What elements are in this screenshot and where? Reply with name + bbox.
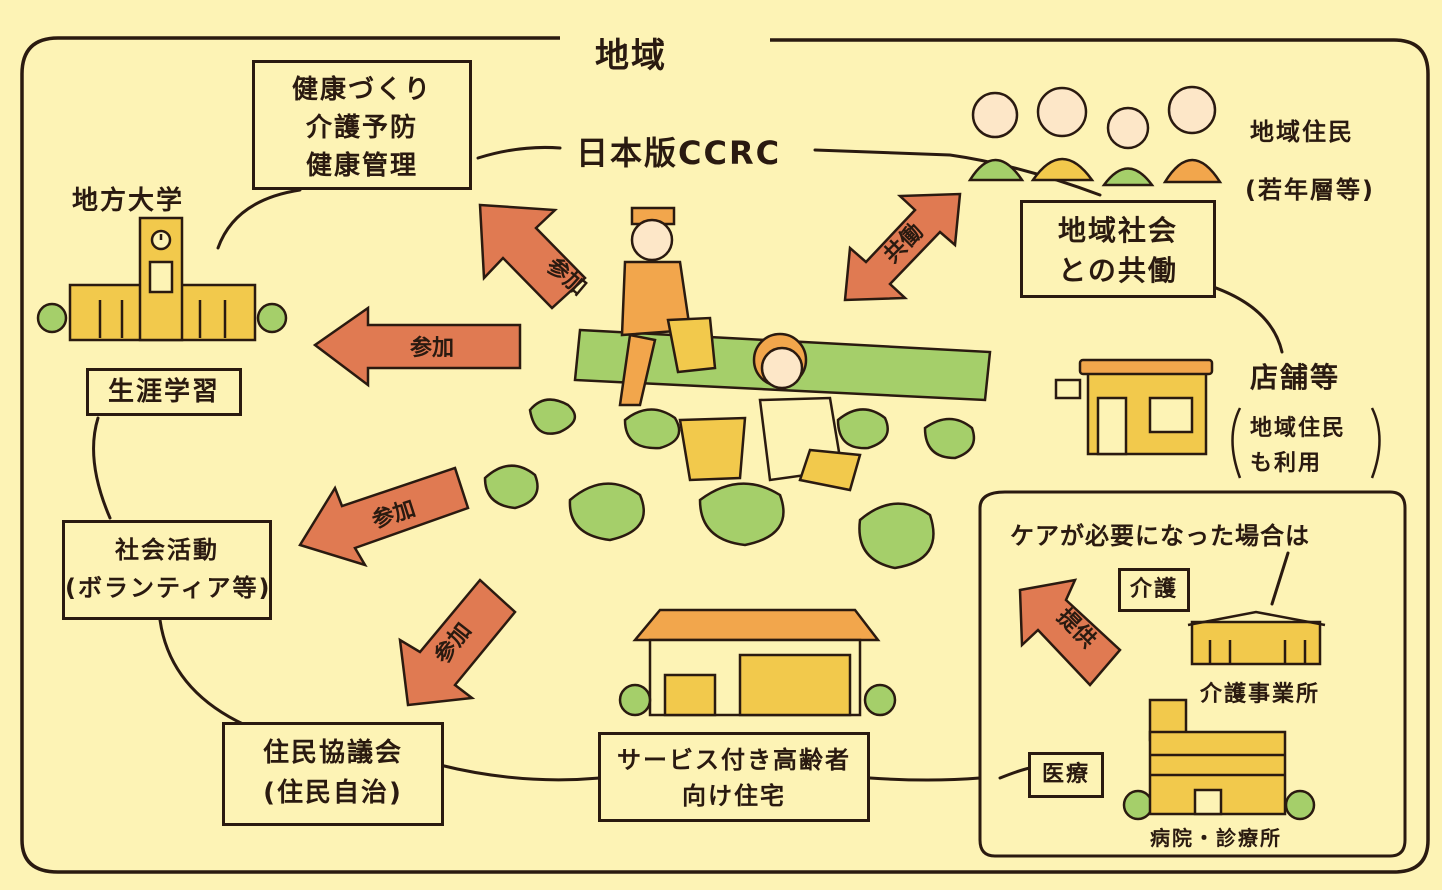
- ccrc-label: 日本版CCRC: [570, 128, 788, 174]
- health-line-1: 健康づくり: [291, 75, 432, 105]
- farm-illustration: [483, 206, 992, 570]
- cooperation-line-1: 地域社会: [1057, 214, 1178, 247]
- health-line-2: 介護予防: [305, 113, 418, 143]
- diagram-title: 地域: [585, 28, 677, 77]
- care-heading: ケアが必要になった場合は: [1010, 522, 1310, 550]
- stores-bracket-left: [1231, 407, 1242, 479]
- social-activity-box: 社会活動 (ボランティア等): [62, 520, 272, 620]
- council-line-1: 住民協議会: [262, 738, 403, 768]
- arrow-participate-learning: [312, 305, 522, 388]
- line-care-medical: [998, 766, 1032, 780]
- line-ccrc-residents: [813, 148, 1102, 197]
- nursing-office-label: 介護事業所: [1200, 682, 1321, 707]
- arrow-participate-social: [298, 466, 470, 568]
- university-label: 地方大学: [72, 186, 185, 216]
- store-building: [1054, 358, 1214, 456]
- cooperation-line-2: との共働: [1058, 254, 1178, 287]
- arrow-participate-council: [398, 578, 517, 707]
- social-line-2: (ボランティア等): [65, 574, 272, 602]
- residents-label: 地域住民: [1250, 118, 1354, 146]
- stores-bracket-right: [1370, 407, 1381, 479]
- stores-sub-1: 地域住民: [1250, 416, 1347, 441]
- arrow-provide: [1018, 578, 1122, 687]
- residents-illustration: [967, 85, 1223, 187]
- outer-frame: [20, 36, 1430, 874]
- cooperation-box: 地域社会 との共働: [1020, 200, 1216, 298]
- arrow-label-participate-2: 参加: [410, 335, 454, 361]
- health-line-3: 健康管理: [305, 151, 418, 181]
- stores-label: 店舗等: [1250, 361, 1341, 394]
- arrow-cooperate: [843, 192, 962, 302]
- housing-building: [618, 608, 897, 717]
- line-health-ccrc: [476, 145, 562, 160]
- medical-box: 医療: [1028, 752, 1104, 798]
- line-council-housing: [438, 763, 602, 782]
- line-housing-care: [868, 776, 982, 782]
- line-social-council: [158, 618, 247, 727]
- line-learning-social: [92, 416, 112, 520]
- line-university-health: [216, 188, 302, 250]
- residents-sub: (若年層等): [1245, 176, 1375, 204]
- health-box: 健康づくり 介護予防 健康管理: [252, 60, 472, 190]
- hospital-building: [1122, 698, 1316, 821]
- housing-line-2: 向け住宅: [682, 782, 786, 810]
- university-building: [36, 216, 288, 342]
- lifelong-learning-box: 生涯学習: [86, 368, 242, 416]
- care-frame: [978, 490, 1407, 858]
- connector-lines: [92, 145, 1290, 782]
- housing-line-1: サービス付き高齢者: [617, 746, 851, 774]
- nursing-office-building: [1187, 610, 1326, 666]
- council-line-2: (住民自治): [263, 778, 403, 808]
- housing-box: サービス付き高齢者 向け住宅: [598, 732, 870, 822]
- council-box: 住民協議会 (住民自治): [222, 722, 444, 826]
- hospital-label: 病院・診療所: [1150, 826, 1282, 850]
- nursing-box: 介護: [1118, 568, 1190, 612]
- social-line-1: 社会活動: [115, 536, 219, 564]
- line-care-heading: [1270, 551, 1290, 606]
- stores-sub-2: も利用: [1250, 451, 1323, 476]
- arrow-participate-health: [478, 203, 587, 310]
